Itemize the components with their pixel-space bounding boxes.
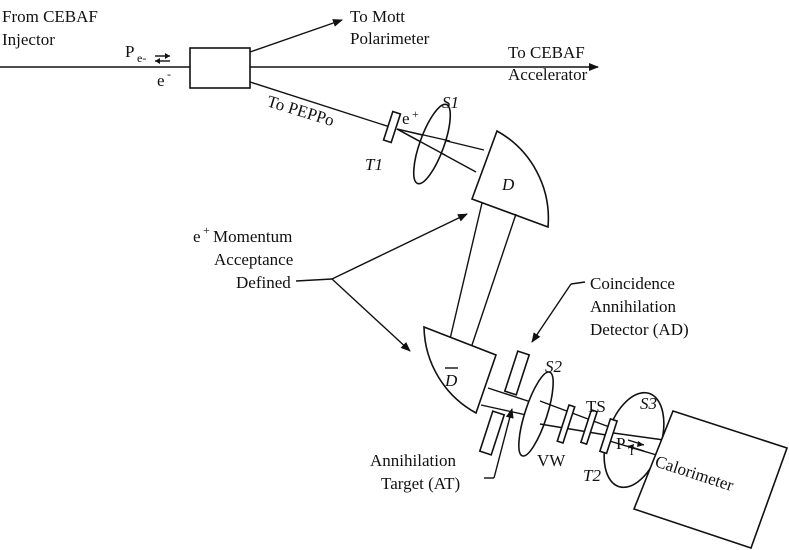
- label-d-upper: D: [501, 175, 515, 194]
- ray-upper-converge: [539, 400, 613, 429]
- label-vw: VW: [537, 451, 566, 470]
- label-detector-ad: Detector (AD): [590, 320, 689, 339]
- calorimeter-box: [632, 410, 789, 550]
- label-injector: Injector: [2, 30, 55, 49]
- momentum-pointer-stub: [295, 278, 333, 282]
- peppo-beam-line: [249, 81, 391, 128]
- label-t2: T2: [583, 466, 601, 485]
- pe-arrowhead-left: [155, 58, 160, 64]
- pe-arrowhead-right: [165, 53, 170, 59]
- ad-detector-upper: [503, 350, 531, 396]
- pt-arrowhead-forward: [637, 441, 644, 447]
- label-target-at: Target (AT): [381, 474, 460, 493]
- label-e-plus-sup: +: [412, 107, 419, 121]
- label-pt-p: P: [616, 434, 625, 453]
- ts-window: [579, 408, 599, 446]
- mott-beam-line: [249, 19, 343, 53]
- t1-target: [382, 110, 402, 144]
- vw-window: [556, 403, 576, 445]
- label-momentum: Momentum: [213, 227, 292, 246]
- label-defined: Defined: [236, 273, 291, 292]
- label-acceptance: Acceptance: [214, 250, 293, 269]
- label-annihilation-det: Annihilation: [590, 297, 676, 316]
- beam-splitter-box: [189, 47, 251, 89]
- momentum-arrow-lower: [331, 278, 411, 352]
- dipole-connect-ray-2: [471, 213, 517, 346]
- s2-solenoid: [518, 371, 554, 457]
- momentum-arrow-upper: [331, 213, 468, 280]
- label-pt-sub: T: [628, 444, 636, 458]
- label-ts: TS: [586, 397, 606, 416]
- label-pe-p: P: [125, 42, 134, 61]
- label-s2: S2: [545, 357, 563, 376]
- label-to-mott: To Mott: [350, 7, 405, 26]
- label-from-cebaf: From CEBAF: [2, 7, 98, 26]
- ad-pointer-stub: [570, 281, 586, 285]
- label-s3: S3: [640, 394, 657, 413]
- ray-through-s3-a: [605, 431, 665, 441]
- ad-arrow: [531, 283, 572, 343]
- label-s1: S1: [442, 93, 459, 112]
- label-t1: T1: [365, 155, 383, 174]
- ad-detector-lower: [478, 410, 506, 456]
- label-annihilation-target: Annihilation: [370, 451, 456, 470]
- s1-solenoid: [412, 103, 452, 185]
- label-momentum-e: e: [193, 227, 201, 246]
- dipole-d-upper: [470, 129, 550, 229]
- ray-lower-converge: [539, 423, 613, 437]
- label-e-plus: e: [402, 109, 410, 128]
- label-to-peppo: To PEPPo: [265, 92, 337, 130]
- label-e-minus: e: [157, 71, 165, 90]
- positron-ray-1-front: [396, 128, 451, 142]
- label-polarimeter: Polarimeter: [350, 29, 430, 48]
- dipole-d-lower: [423, 325, 498, 415]
- label-accelerator: Accelerator: [508, 65, 588, 84]
- label-pe-sub: e-: [137, 51, 146, 65]
- label-d-lower: D: [444, 371, 458, 390]
- label-e-minus-sup: -: [167, 67, 171, 81]
- label-to-cebaf: To CEBAF: [508, 43, 585, 62]
- label-coincidence: Coincidence: [590, 274, 675, 293]
- label-momentum-sup: +: [203, 223, 210, 237]
- t2-target: [598, 417, 619, 455]
- dipole-connect-ray-1: [449, 202, 483, 340]
- pt-arrowhead-back: [628, 444, 634, 450]
- at-arrow: [493, 408, 514, 479]
- positron-ray-2-front: [396, 128, 446, 156]
